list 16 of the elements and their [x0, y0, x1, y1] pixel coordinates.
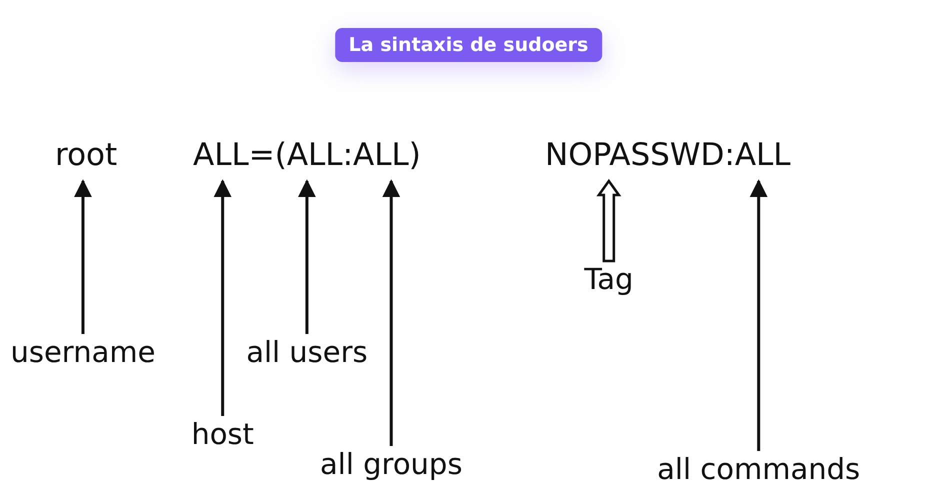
callout-label: all commands	[657, 455, 860, 484]
title-badge: La sintaxis de sudoers	[334, 28, 602, 62]
leader-arrow	[214, 179, 232, 416]
code-text: NOPASSWD:ALL	[545, 140, 791, 171]
callout-label: Tag	[584, 265, 634, 294]
leader-arrow	[298, 179, 316, 334]
leader-arrow	[74, 179, 92, 334]
callout-label: host	[191, 420, 254, 449]
callout-label: username	[10, 338, 156, 367]
leader-arrow	[382, 179, 400, 446]
code-text: ALL=(ALL:ALL)	[193, 140, 421, 171]
leader-arrow	[596, 178, 622, 262]
code-text: root	[55, 140, 118, 171]
callout-label: all groups	[320, 450, 462, 479]
callout-label: all users	[246, 338, 368, 367]
leader-arrow	[750, 179, 768, 451]
